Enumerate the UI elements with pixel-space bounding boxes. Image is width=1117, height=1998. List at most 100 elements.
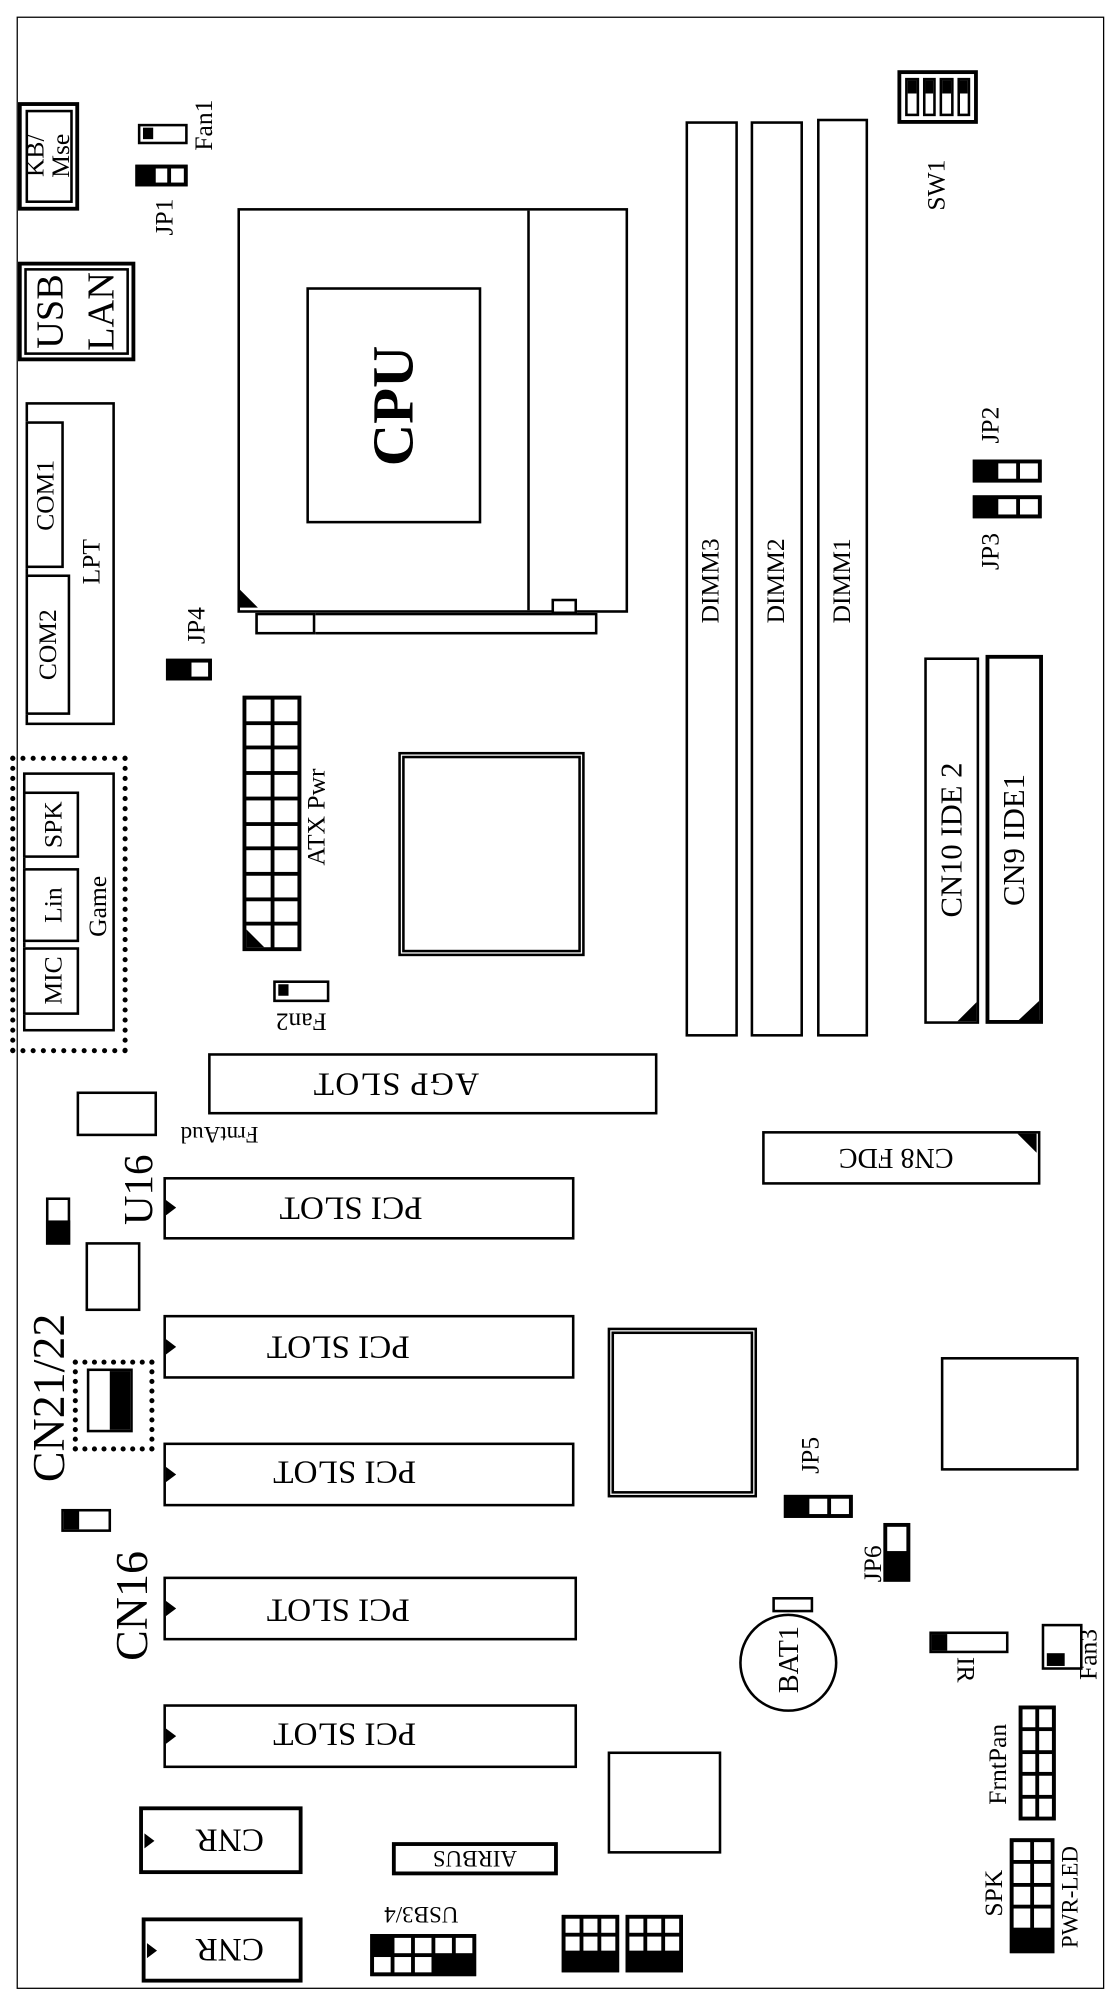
ide1-pin1-marker <box>1018 1000 1040 1021</box>
atx-pin <box>246 800 271 822</box>
cnr-slot-key <box>144 1833 155 1849</box>
dimm3-slot <box>685 121 738 1037</box>
dimm1-slot <box>817 118 869 1037</box>
lever-latch <box>551 598 578 615</box>
atx-pin <box>246 850 271 872</box>
battery-clip <box>772 1597 814 1613</box>
battery <box>739 1613 838 1712</box>
line-in-jack <box>22 868 80 943</box>
battery-label: BAT1 <box>772 1626 805 1694</box>
pci-slot-3 <box>163 1442 575 1507</box>
pci-slot-2 <box>163 1314 575 1379</box>
jp1-label: JP1 <box>150 198 179 236</box>
dimm1-label: DIMM1 <box>828 538 857 624</box>
atx-pin <box>246 825 271 847</box>
spk-jack <box>22 791 80 858</box>
audio-area <box>10 755 128 1054</box>
atx-power-label: ATX Pwr <box>302 768 331 866</box>
airbus-connector <box>391 1842 558 1876</box>
atx-power-connector <box>242 695 302 952</box>
jp3-label: JP3 <box>976 533 1005 570</box>
northbridge-chip <box>398 751 585 957</box>
atx-pin <box>246 749 271 772</box>
spk-jack-label: SPK <box>39 801 68 849</box>
usb-lan-inner <box>24 268 129 355</box>
usb34-header <box>370 1934 477 1977</box>
ide1-label: CN9 IDE1 <box>998 774 1032 906</box>
pci-slot-4-label: PCI SLOT <box>266 1591 410 1629</box>
pci-slot-3-label: PCI SLOT <box>273 1454 417 1492</box>
fan3-pin1 <box>1046 1653 1065 1666</box>
jp5-jumper <box>783 1494 853 1518</box>
fan2-pin1 <box>278 984 289 996</box>
pci-slot-key <box>165 1466 177 1483</box>
socket-divider <box>527 210 530 611</box>
dimm3-label: DIMM3 <box>697 538 726 624</box>
dimm2-slot <box>750 121 803 1037</box>
atx-pin <box>246 724 271 747</box>
pwr-led-label: PWR-LED <box>1057 1845 1083 1949</box>
jp1-jumper <box>135 164 188 187</box>
southbridge-chip <box>607 1327 758 1498</box>
cpu-label: CPU <box>360 345 426 467</box>
cnr-slot-key <box>146 1942 158 1959</box>
lever-handle <box>255 612 316 635</box>
pci-slot-1 <box>163 1177 575 1240</box>
cn21-22-area <box>72 1359 155 1452</box>
mic-label: MIC <box>39 956 68 1005</box>
header-b <box>625 1914 683 1973</box>
front-panel-header <box>1018 1705 1056 1821</box>
cnr-slot-2 <box>141 1917 303 1983</box>
jp4-label: JP4 <box>182 607 211 644</box>
fan1-pin1 <box>142 127 154 140</box>
fdc-label: CN8 FDC <box>838 1142 954 1175</box>
atx-pin <box>246 699 271 721</box>
atx-pin1-marker <box>246 929 265 948</box>
atx-pin <box>273 749 298 772</box>
atx-pin <box>273 925 298 948</box>
jp2-label: JP2 <box>976 406 1005 444</box>
fan2-label: Fan2 <box>275 1007 327 1036</box>
sw1-dip-switch <box>897 70 978 124</box>
chip-bottom <box>607 1751 722 1854</box>
ide2-label: CN10 IDE 2 <box>935 762 969 918</box>
jp6-jumper <box>883 1522 911 1582</box>
pci-slot-key <box>165 1600 177 1617</box>
cn16-label: CN16 <box>105 1551 158 1661</box>
cn21-22-cap <box>109 1371 131 1430</box>
atx-pin <box>246 875 271 897</box>
front-audio-header <box>76 1091 158 1137</box>
ide1-connector <box>985 654 1043 1024</box>
pin1-marker <box>240 589 258 608</box>
atx-pin <box>246 900 271 923</box>
game-label: Game <box>84 875 113 937</box>
cnr-2-label: CNR <box>195 1931 264 1969</box>
atx-pin <box>273 825 298 847</box>
lpt-label: LPT <box>77 539 106 585</box>
com2-port <box>25 574 71 715</box>
spk-label: SPK <box>980 1869 1009 1917</box>
dimm2-label: DIMM2 <box>762 538 791 624</box>
jp4-jumper <box>165 658 212 681</box>
airbus-label: AIRBUS <box>432 1845 518 1872</box>
atx-pin <box>273 699 298 721</box>
spk-pwr-led-header <box>1009 1838 1055 1954</box>
front-panel-label: FrntPan <box>984 1723 1013 1805</box>
ide2-pin1-marker <box>957 1002 977 1022</box>
fan3-label: Fan3 <box>1074 1628 1103 1681</box>
atx-pin <box>273 875 298 897</box>
cpu-chip <box>306 287 482 524</box>
pci-slot-1-label: PCI SLOT <box>279 1189 423 1227</box>
fdc-connector <box>762 1131 1041 1185</box>
com1-label: COM1 <box>31 459 61 531</box>
cpu-socket <box>237 208 629 613</box>
atx-pin <box>246 775 271 797</box>
usb-label: USB <box>29 274 72 349</box>
com2-label: COM2 <box>34 609 63 681</box>
pci-slot-5 <box>163 1704 578 1769</box>
u16-chip <box>85 1242 141 1312</box>
jp5-label: JP5 <box>796 1436 825 1474</box>
line-in-label: Lin <box>39 887 68 923</box>
pci-slot-key <box>165 1339 177 1355</box>
front-audio-label: FrntAud <box>180 1122 259 1148</box>
